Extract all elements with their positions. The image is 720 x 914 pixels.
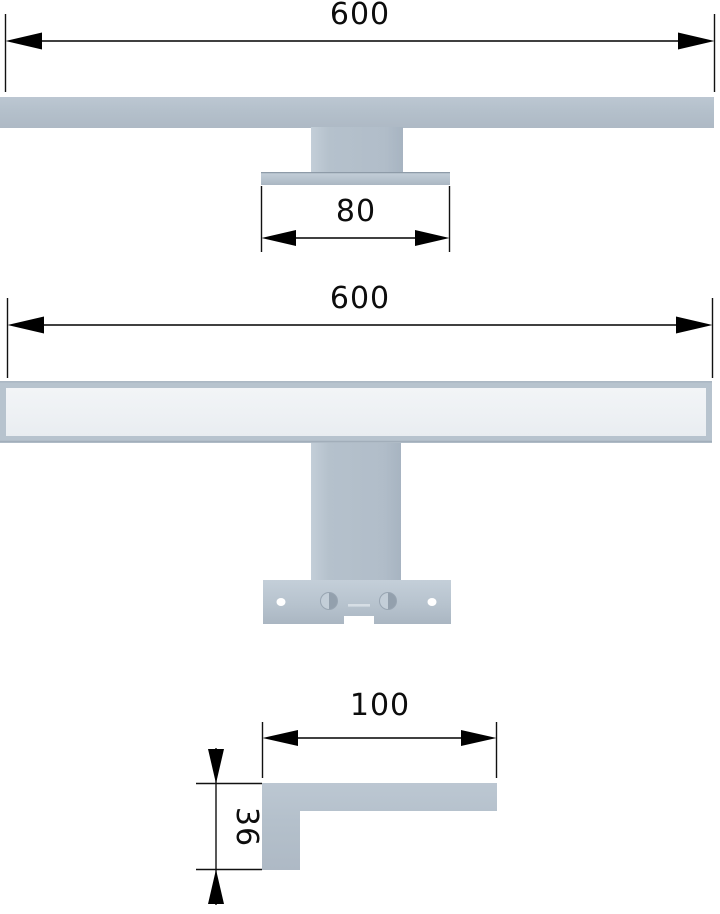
front-view-group: 600: [0, 281, 714, 625]
arrow-right-side-depth: [461, 730, 497, 746]
arrow-right-top-flange: [415, 230, 450, 246]
dimension-label-top-flange: 80: [336, 194, 376, 229]
dimension-label-front-width: 600: [330, 281, 390, 316]
top-view-mount-column: [311, 127, 403, 173]
arrow-right-front-width: [676, 316, 713, 334]
top-view-flange-plate: [261, 172, 450, 185]
mounting-hole-left: [276, 598, 286, 606]
mounting-hole-right: [427, 598, 437, 606]
arrow-top-side-height: [208, 749, 224, 784]
dimension-label-side-height: 36: [229, 807, 264, 847]
arrow-left-top-width: [5, 32, 42, 50]
top-view-profile-bar: [0, 97, 714, 128]
arrow-left-front-width: [7, 316, 44, 334]
arrow-bottom-side-height: [208, 869, 224, 904]
top-view-group: 600 80: [0, 0, 716, 252]
front-view-diffuser-panel: [6, 388, 706, 436]
cable-slot: [348, 604, 370, 607]
front-view-support-column: [311, 443, 401, 581]
side-view-group: 100 36: [196, 688, 498, 905]
dimension-label-top-width: 600: [330, 0, 390, 32]
side-view-l-profile: [262, 783, 497, 870]
dimension-label-side-depth: 100: [350, 688, 410, 723]
arrow-left-top-flange: [261, 230, 296, 246]
arrow-right-top-width: [678, 32, 715, 50]
keyhole-slot-right: [379, 592, 397, 610]
arrow-left-side-depth: [262, 730, 298, 746]
front-view-base-plate-notch: [344, 616, 374, 625]
keyhole-slot-left: [320, 592, 338, 610]
